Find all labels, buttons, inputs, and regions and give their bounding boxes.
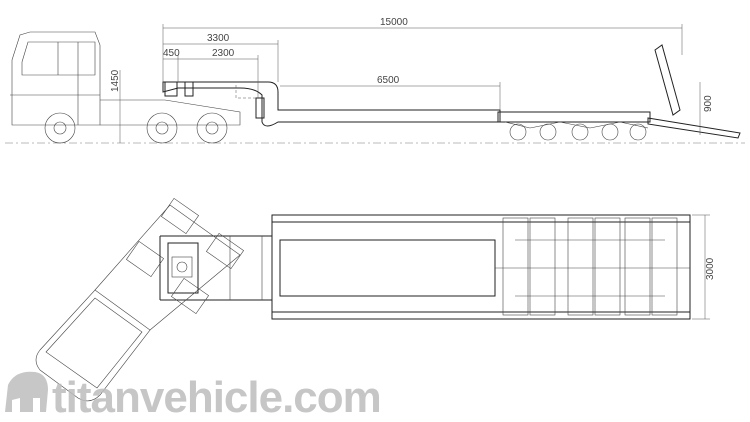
rear-ramp-lowered xyxy=(647,117,741,139)
trailer-top xyxy=(159,214,691,320)
dim-gooseneck-height: 1450 xyxy=(110,69,121,92)
side-view: 15000 3300 450 2300 6500 1450 900 xyxy=(5,17,745,144)
trailer-side xyxy=(162,44,741,141)
top-dimensions: 3000 xyxy=(692,214,716,320)
dim-front-offset: 450 xyxy=(163,48,180,59)
dim-kingpin-span: 2300 xyxy=(212,48,235,59)
side-dimensions: 15000 3300 450 2300 6500 1450 900 xyxy=(110,17,714,143)
watermark-text: titanvehicle.com xyxy=(52,373,381,422)
dim-deck-length: 6500 xyxy=(377,75,400,86)
watermark-logo: titanvehicle.com xyxy=(5,371,382,422)
dim-overall-length: 15000 xyxy=(380,17,408,28)
dim-rear-height: 900 xyxy=(703,95,714,112)
top-view: 3000 xyxy=(35,197,716,402)
elephant-logo-icon xyxy=(5,371,48,412)
dim-gooseneck-length: 3300 xyxy=(207,33,230,44)
rear-ramp-raised xyxy=(654,44,681,116)
dim-overall-width: 3000 xyxy=(705,257,716,280)
tractor-top xyxy=(35,197,245,402)
tractor-side xyxy=(10,31,241,144)
